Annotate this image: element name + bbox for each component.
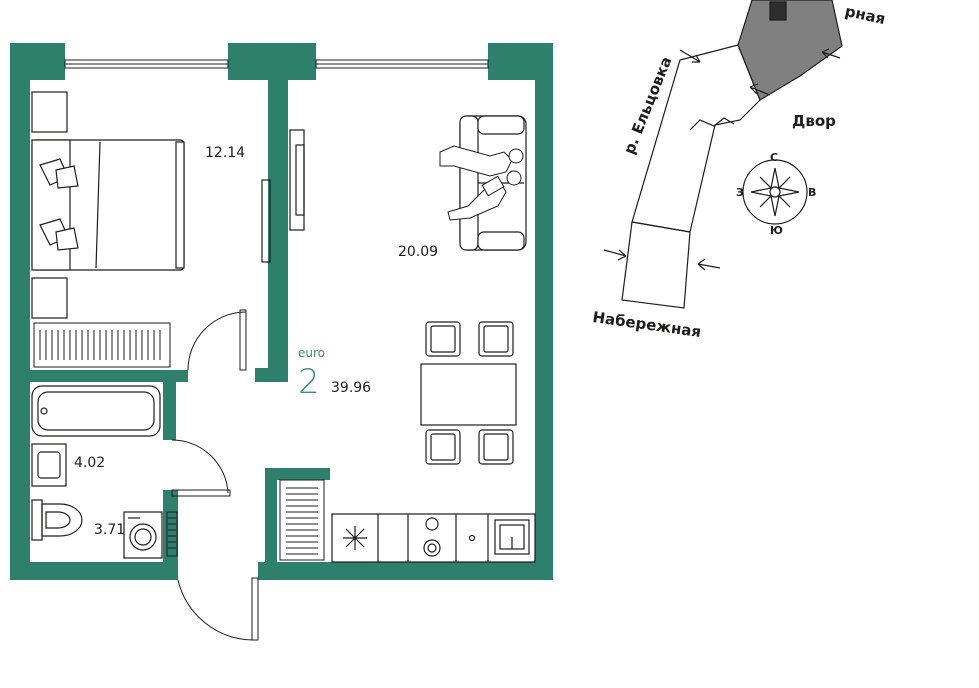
building-outline xyxy=(631,44,761,233)
radiator-icon xyxy=(33,322,171,368)
compass-west: З xyxy=(736,186,744,199)
table-icon xyxy=(420,363,517,426)
bathtub-icon xyxy=(31,385,161,437)
hallway-area: 3.71 xyxy=(94,522,126,538)
washing-machine-icon xyxy=(123,511,163,559)
building-lower xyxy=(621,221,691,309)
bathroom-area: 4.02 xyxy=(74,455,106,471)
courtyard-label: Двор xyxy=(792,112,836,130)
tv-icon xyxy=(261,129,305,263)
chair-icon xyxy=(425,321,514,465)
room-count: 2 xyxy=(298,362,320,402)
total-area: 39.96 xyxy=(331,380,372,396)
bedroom-area: 12.14 xyxy=(205,145,246,161)
arrow-icon xyxy=(603,48,841,271)
compass-east: В xyxy=(808,186,817,199)
windows xyxy=(64,59,489,69)
doors xyxy=(171,309,259,641)
nightstand-icon xyxy=(31,91,68,319)
living-kitchen-area: 20.09 xyxy=(398,244,439,260)
compass-south: Ю xyxy=(770,224,783,237)
washbasin-icon xyxy=(31,443,67,487)
exterior-walls xyxy=(10,43,553,580)
kitchen-counter xyxy=(331,513,536,563)
fridge-icon xyxy=(343,526,367,550)
compass-north: С xyxy=(770,151,779,164)
radiator-icon xyxy=(279,479,325,561)
people-icon xyxy=(439,145,524,221)
interior-walls xyxy=(30,78,330,562)
compass-icon xyxy=(742,159,808,225)
toilet-icon xyxy=(31,499,83,541)
stove-icon xyxy=(423,517,476,557)
building-highlight xyxy=(737,0,843,101)
radiator-icon xyxy=(166,511,178,557)
bed-icon xyxy=(31,139,185,271)
site-map xyxy=(621,0,843,309)
sink-icon xyxy=(494,519,530,555)
apartment-format: euro xyxy=(298,346,325,360)
